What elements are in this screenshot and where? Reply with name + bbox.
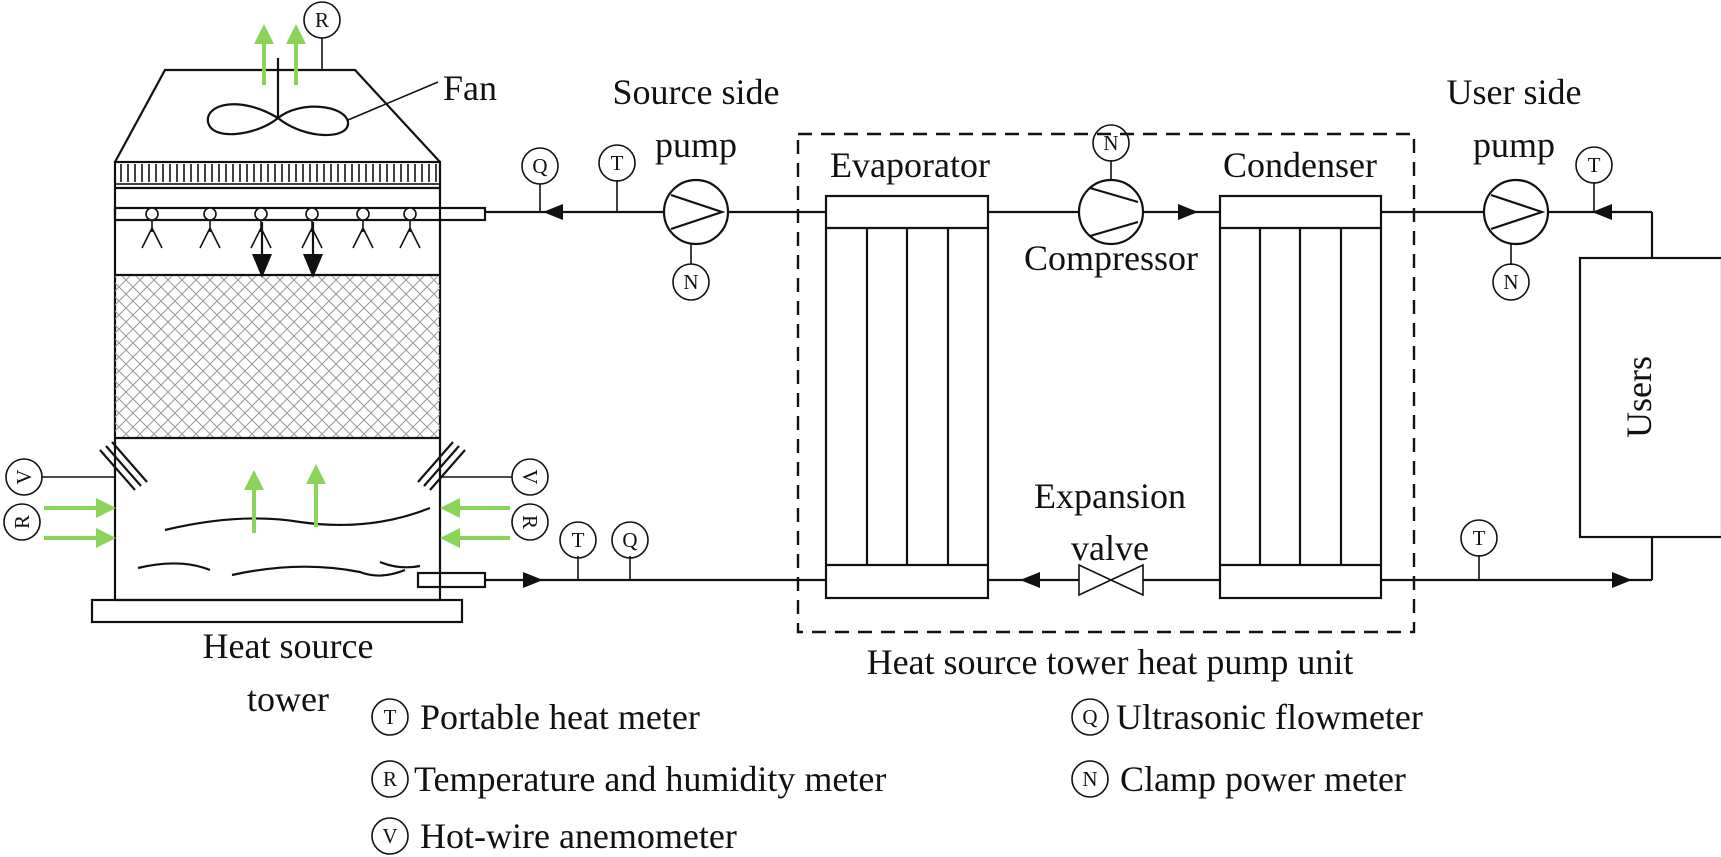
sym-Q-source: Q (521, 147, 559, 185)
compressor (1077, 178, 1145, 246)
svg-text:Portable heat meter: Portable heat meter (420, 697, 700, 737)
svg-text:Temperature and humidity meter: Temperature and humidity meter (414, 759, 886, 799)
svg-text:T: T (1588, 153, 1601, 177)
label-tower-1: Heat source (203, 626, 374, 666)
expansion-valve (1078, 563, 1144, 597)
air-flow-arrows (44, 24, 510, 548)
sym-T-source-return: T (559, 521, 597, 559)
evaporator (824, 194, 990, 600)
svg-text:Hot-wire anemometer: Hot-wire anemometer (420, 816, 737, 856)
legend-item-hot-wire-anemometer: V Hot-wire anemometer (371, 816, 737, 856)
label-expansion-valve-1: Expansion (1034, 476, 1186, 516)
svg-text:Ultrasonic flowmeter: Ultrasonic flowmeter (1116, 697, 1423, 737)
tower-hood (114, 68, 441, 163)
spray-nozzle (199, 207, 221, 249)
legend-item-temperature-humidity-meter: R Temperature and humidity meter (371, 759, 886, 799)
tower-base (90, 598, 464, 624)
svg-text:Clamp power meter: Clamp power meter (1120, 759, 1406, 799)
legend-item-portable-heat-meter: T Portable heat meter (371, 697, 700, 737)
label-source-pump-1: Source side (613, 72, 780, 112)
label-user-pump-2: pump (1473, 125, 1555, 165)
condenser (1218, 194, 1383, 600)
sym-R-top: R (303, 1, 341, 39)
svg-text:R: R (518, 515, 542, 529)
svg-text:T: T (384, 705, 397, 729)
svg-text:Q: Q (532, 154, 547, 178)
outlet-stub (416, 571, 487, 589)
spray-nozzle (141, 207, 163, 249)
instrument-leads (42, 38, 1595, 580)
svg-text:N: N (1082, 767, 1097, 791)
svg-text:T: T (611, 151, 624, 175)
svg-text:V: V (382, 824, 397, 848)
heat-source-tower (90, 58, 487, 624)
svg-text:V: V (12, 469, 36, 484)
sym-R-left: R (3, 503, 41, 541)
sym-Q-source-return: Q (611, 521, 649, 559)
legend-item-ultrasonic-flowmeter: Q Ultrasonic flowmeter (1071, 697, 1423, 737)
label-expansion-valve-2: valve (1071, 528, 1149, 568)
fan (206, 58, 439, 137)
svg-text:Q: Q (1082, 705, 1097, 729)
label-compressor: Compressor (1024, 238, 1198, 278)
water-surface (164, 506, 431, 532)
svg-text:V: V (518, 469, 542, 484)
svg-text:N: N (683, 270, 698, 294)
source-side-pump (662, 178, 730, 246)
sym-V-right: V (511, 458, 549, 496)
label-user-pump-1: User side (1447, 72, 1582, 112)
user-side-pump (1482, 178, 1550, 246)
sym-V-left: V (5, 458, 43, 496)
svg-text:Q: Q (622, 528, 637, 552)
svg-text:N: N (1103, 131, 1118, 155)
spray-nozzle (352, 207, 374, 249)
heat-pump-unit-boundary (796, 132, 1416, 634)
piping (485, 204, 1654, 588)
label-source-pump-2: pump (655, 125, 737, 165)
sym-T-source: T (598, 144, 636, 182)
legend: T Portable heat meter R Temperature and … (371, 697, 1423, 856)
sym-N-user-pump: N (1492, 263, 1530, 301)
sym-N-source-pump: N (672, 263, 710, 301)
sym-N-compressor: N (1092, 124, 1130, 162)
label-tower-2: tower (247, 679, 329, 719)
water-fall-arrows (252, 222, 323, 278)
svg-text:N: N (1503, 270, 1518, 294)
spray-pipe (113, 206, 487, 222)
sym-T-user-supply: T (1575, 146, 1613, 184)
label-evaporator: Evaporator (830, 145, 990, 185)
label-condenser: Condenser (1223, 145, 1377, 185)
users-box (1578, 256, 1721, 539)
sym-R-right: R (511, 503, 549, 541)
spray-nozzle (399, 207, 421, 249)
louver-strip (114, 161, 441, 185)
svg-text:R: R (383, 767, 397, 791)
svg-text:R: R (315, 8, 329, 32)
svg-text:R: R (10, 515, 34, 529)
svg-text:T: T (1473, 526, 1486, 550)
sym-T-user-return: T (1460, 519, 1498, 557)
label-heat-pump-unit: Heat source tower heat pump unit (867, 642, 1354, 682)
label-users: Users (1619, 356, 1659, 438)
legend-item-clamp-power-meter: N Clamp power meter (1071, 759, 1406, 799)
label-fan: Fan (443, 68, 497, 108)
fill-packing (115, 276, 440, 438)
svg-text:T: T (572, 528, 585, 552)
